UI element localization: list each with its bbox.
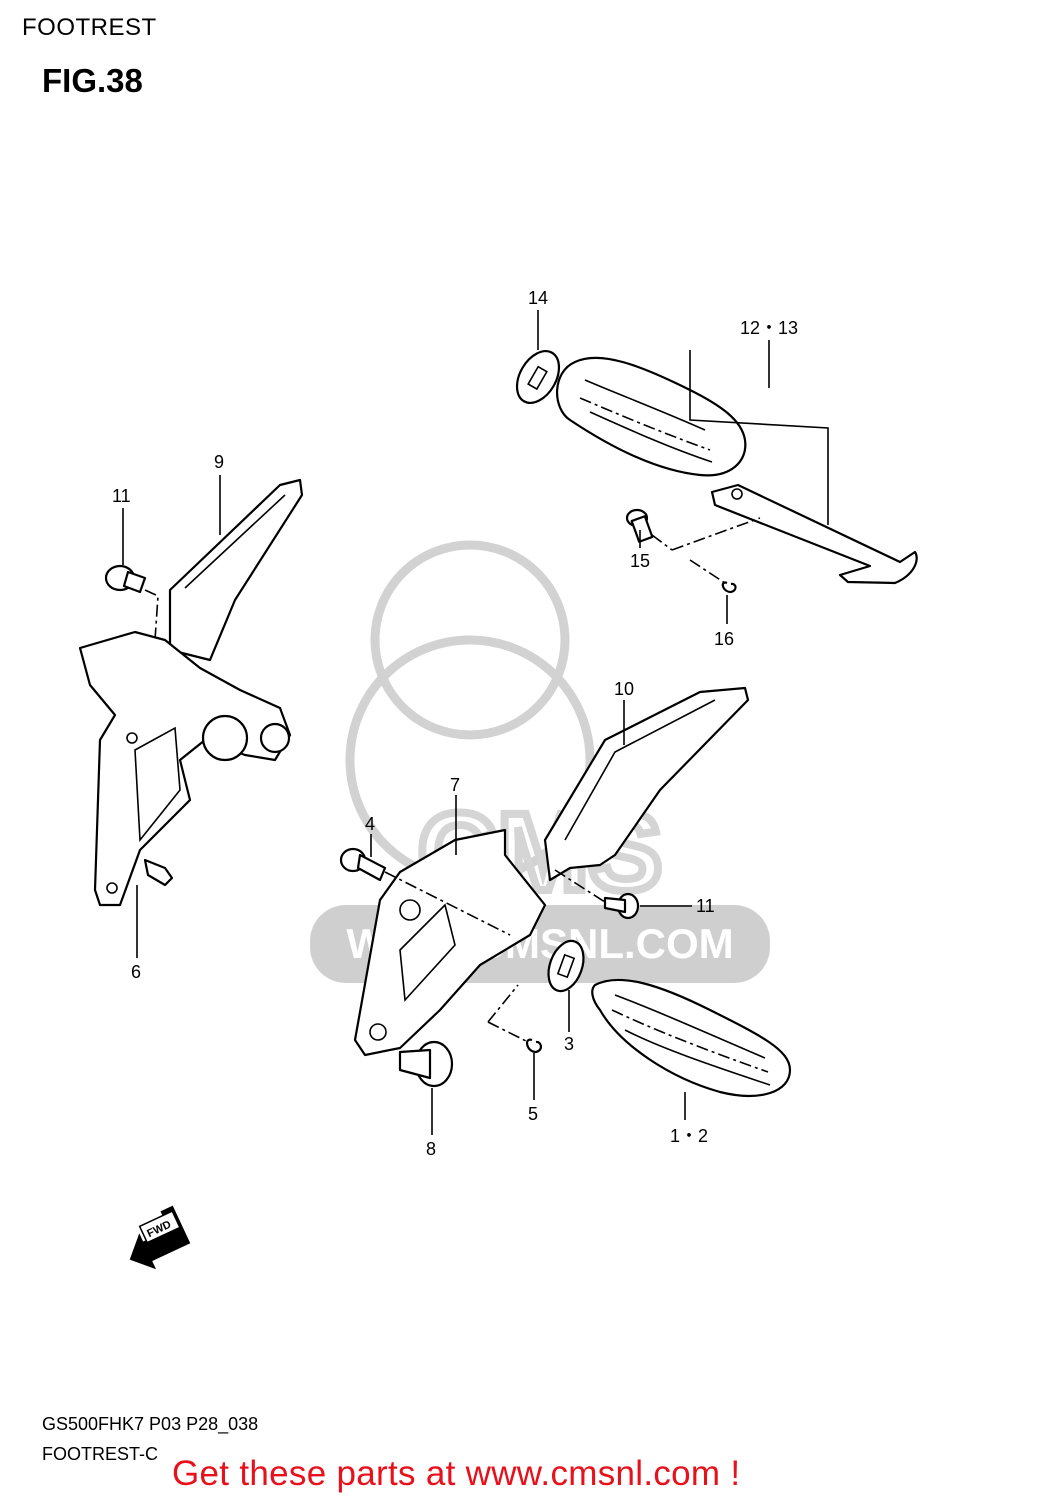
- callout-1-2: 1・2: [670, 1126, 708, 1146]
- part-7-bracket-right: [353, 828, 547, 1057]
- assembly-line: [487, 1021, 529, 1043]
- part-4-bolt: [339, 847, 387, 882]
- part-9-heel-guard: [168, 478, 304, 662]
- part-12-13-footrest-rubber: [556, 356, 747, 477]
- part-1-2-footrest-rubber: [591, 978, 792, 1097]
- fwd-arrow-icon: FWD: [129, 1205, 191, 1270]
- assembly-line: [651, 534, 673, 551]
- section-title: FOOTREST: [22, 14, 157, 41]
- part-8-bolt: [398, 1040, 454, 1088]
- part-15-pin: [625, 508, 654, 543]
- callout-14: 14: [528, 288, 548, 308]
- model-code: GS500FHK7 P03 P28_038: [42, 1414, 259, 1434]
- assembly-line: [384, 871, 511, 936]
- callout-4: 4: [365, 814, 375, 834]
- part-rear-footrest-bar: [710, 483, 918, 585]
- leader-lines: [122, 310, 829, 1135]
- callout-11-left: 11: [112, 486, 131, 506]
- callout-7: 7: [450, 775, 460, 795]
- watermark-ring: [370, 540, 570, 740]
- promo-link[interactable]: Get these parts at www.cmsnl.com !: [172, 1454, 741, 1493]
- assembly-line: [144, 589, 159, 641]
- callout-15: 15: [630, 551, 650, 571]
- part-14-washer: [515, 350, 561, 404]
- callout-5: 5: [528, 1104, 538, 1124]
- model-subtitle: FOOTREST-C: [42, 1444, 158, 1464]
- callout-labels: 14 12・13 15 16 9 11 6 10 7 4 11 3 5 8 1・…: [112, 288, 798, 1159]
- assembly-line: [487, 984, 519, 1023]
- callout-12-13: 12・13: [740, 318, 798, 338]
- figure-title: FIG.38: [42, 62, 143, 99]
- part-16-clip: [721, 581, 737, 594]
- callout-6: 6: [131, 962, 141, 982]
- assembly-line: [671, 517, 761, 551]
- part-5-clip: [526, 1038, 542, 1054]
- assembly-line: [554, 869, 606, 903]
- part-10-heel-guard: [543, 686, 750, 882]
- callout-9: 9: [214, 452, 224, 472]
- part-6-bracket-left: [78, 630, 292, 907]
- callout-10: 10: [614, 679, 634, 699]
- callout-8: 8: [426, 1139, 436, 1159]
- callout-3: 3: [564, 1034, 574, 1054]
- assembly-line: [689, 559, 729, 586]
- callout-11-right: 11: [696, 896, 715, 916]
- part-3-washer: [547, 939, 585, 993]
- part-11-bolt-right: [603, 892, 640, 920]
- callout-16: 16: [714, 629, 734, 649]
- part-11-bolt-left: [104, 564, 147, 594]
